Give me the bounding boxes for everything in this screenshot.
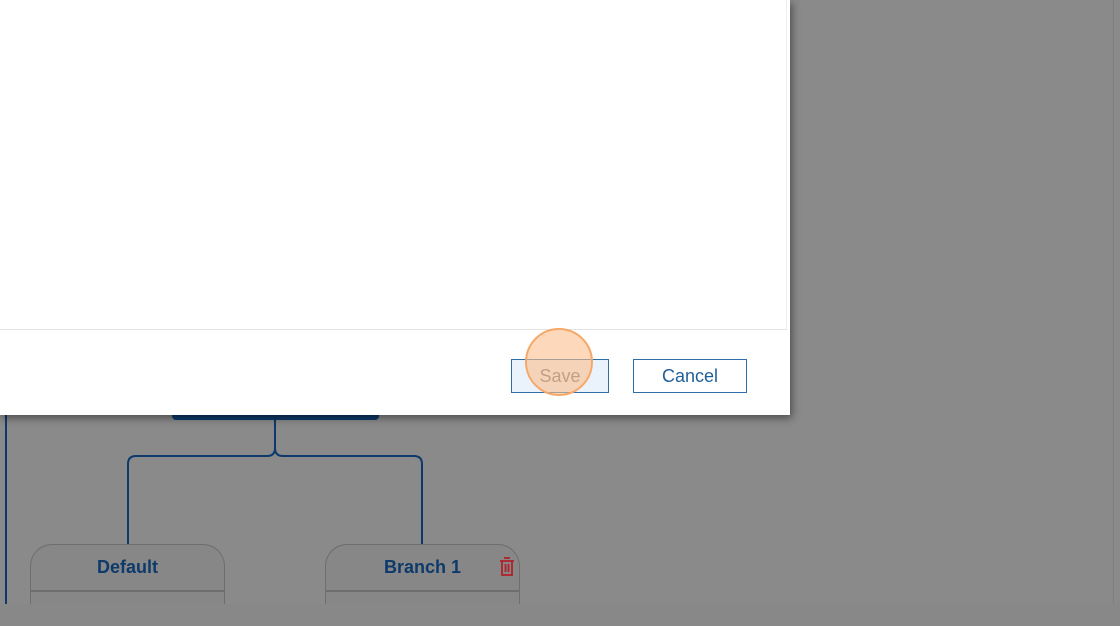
branch-card-branch-1[interactable]: Branch 1: [325, 544, 520, 604]
dialog-content: [0, 0, 787, 330]
bottom-strip: [0, 604, 1120, 626]
dialog: Save Cancel: [0, 0, 790, 415]
branch-title: Branch 1: [383, 557, 462, 577]
save-button[interactable]: Save: [511, 359, 609, 393]
connector-branch-1: [274, 447, 423, 544]
cancel-button[interactable]: Cancel: [633, 359, 747, 393]
scrollbar-track[interactable]: [1113, 0, 1114, 604]
branch-title: Default: [96, 557, 158, 577]
branch-card-default[interactable]: Default: [30, 544, 225, 604]
connector-default: [127, 418, 276, 544]
trash-icon[interactable]: [499, 557, 515, 582]
